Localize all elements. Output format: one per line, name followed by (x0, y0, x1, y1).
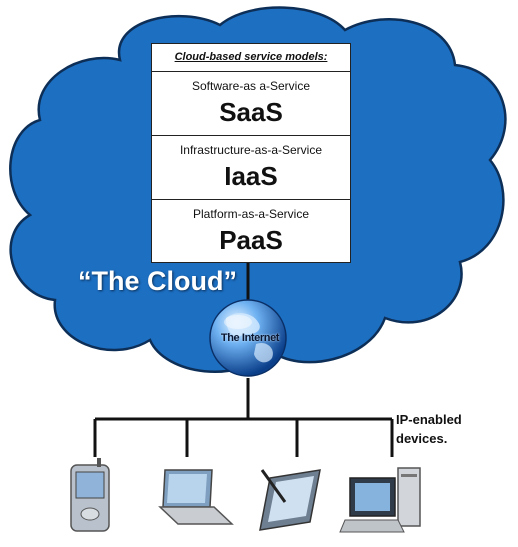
model-row-paas: Platform-as-a-Service PaaS (152, 200, 350, 264)
model-full-name: Infrastructure-as-a-Service (179, 143, 323, 157)
model-abbreviation: IaaS (224, 161, 278, 191)
cloud-label: “The Cloud” (78, 266, 237, 296)
service-models-box: Cloud-based service models: Software-as … (151, 43, 351, 263)
model-full-name: Software-as a-Service (191, 79, 311, 93)
model-abbreviation: PaaS (219, 225, 283, 255)
model-full-name: Platform-as-a-Service (192, 207, 310, 221)
tablet-icon (259, 469, 321, 531)
globe-icon (209, 299, 287, 377)
model-row-iaas: Infrastructure-as-a-Service IaaS (152, 136, 350, 200)
model-abbreviation: SaaS (219, 97, 283, 127)
laptop-icon (158, 469, 234, 525)
devices-label-line2: devices. (396, 431, 448, 446)
service-models-header: Cloud-based service models: (152, 44, 350, 72)
devices-label-line1: IP-enabled (396, 412, 462, 427)
devices-label: IP-enabled devices. (396, 410, 462, 448)
network-lines (93, 263, 394, 457)
pda-icon (70, 458, 110, 532)
desktop-icon (339, 467, 421, 533)
internet-label: The Internet (220, 332, 280, 344)
model-row-saas: Software-as a-Service SaaS (152, 72, 350, 136)
